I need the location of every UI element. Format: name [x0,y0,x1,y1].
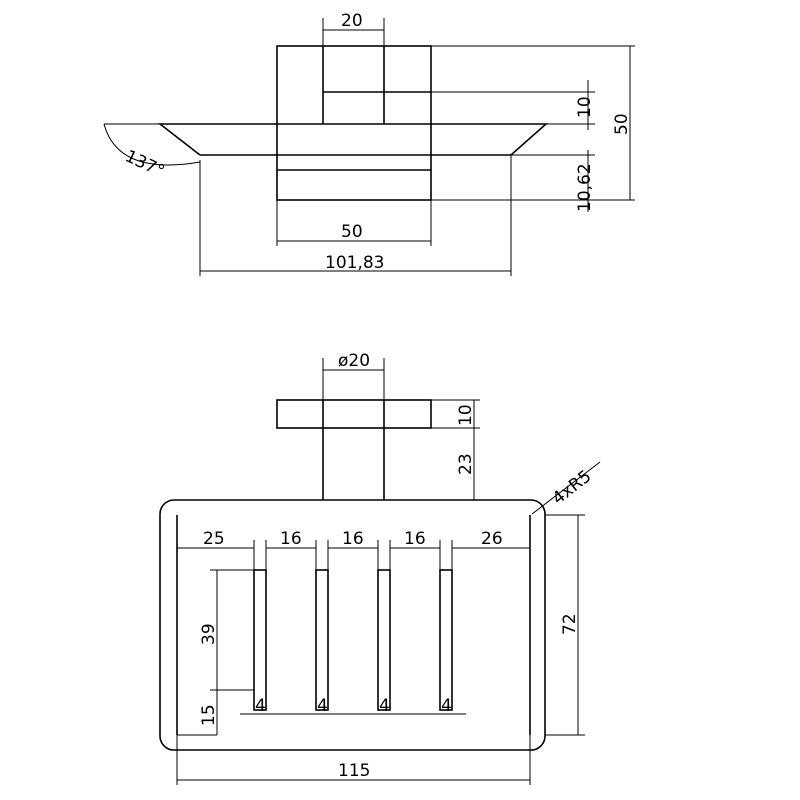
front-view-dim-slot-width-3-label: 4 [379,696,390,716]
front-view-dim-gap-right-label: 26 [481,529,503,549]
front-view-slot-1 [253,569,267,711]
top-view-dim-10-label: 10 [575,96,595,118]
top-view-dim-flange-label: 101,83 [325,253,384,273]
top-view-angle-arc [103,123,201,166]
front-view-dim-slot-width-1-label: 4 [255,696,266,716]
front-view-dim-115-label: 115 [338,761,370,781]
top-view-flange [157,123,549,156]
top-view-body-outline [276,45,432,201]
front-view-dim-bottom-label: 15 [199,704,219,726]
front-view-slot-2 [315,569,329,711]
top-view-dim-1062-label: 10,62 [575,163,595,212]
front-view-dim-stem-label: 23 [456,453,476,475]
front-view-radius-leader [531,461,601,515]
front-view: ø20 10 23 4xR5 25 16 16 16 26 [159,351,601,785]
front-view-slot-3 [377,569,391,711]
front-view-dim-gap-1-label: 16 [280,529,302,549]
front-view-dim-72-label: 72 [560,613,580,635]
front-view-plate [159,499,546,751]
front-view-dim-d20-label: ø20 [338,351,370,371]
front-view-dim-slot-label: 39 [199,623,219,645]
front-view-dim-cap-label: 10 [456,404,476,426]
top-view-dim-50-label: 50 [612,113,632,135]
front-view-radius-label: 4xR5 [549,466,596,509]
front-view-slot-4 [439,569,453,711]
front-view-dim-gap-2-label: 16 [342,529,364,549]
front-view-dim-gap-3-label: 16 [404,529,426,549]
top-view-dim-20-label: 20 [341,11,363,31]
front-view-dim-slot-width-4-label: 4 [441,696,452,716]
front-view-cap [276,399,432,429]
front-view-dim-gap-left-label: 25 [203,529,225,549]
front-view-dim-slot-width-2-label: 4 [317,696,328,716]
top-view-angle-label: 137° [122,146,168,181]
top-view-dim-body-label: 50 [341,222,363,242]
top-view: 20 10 50 10,62 137° 50 101,83 [103,11,635,276]
